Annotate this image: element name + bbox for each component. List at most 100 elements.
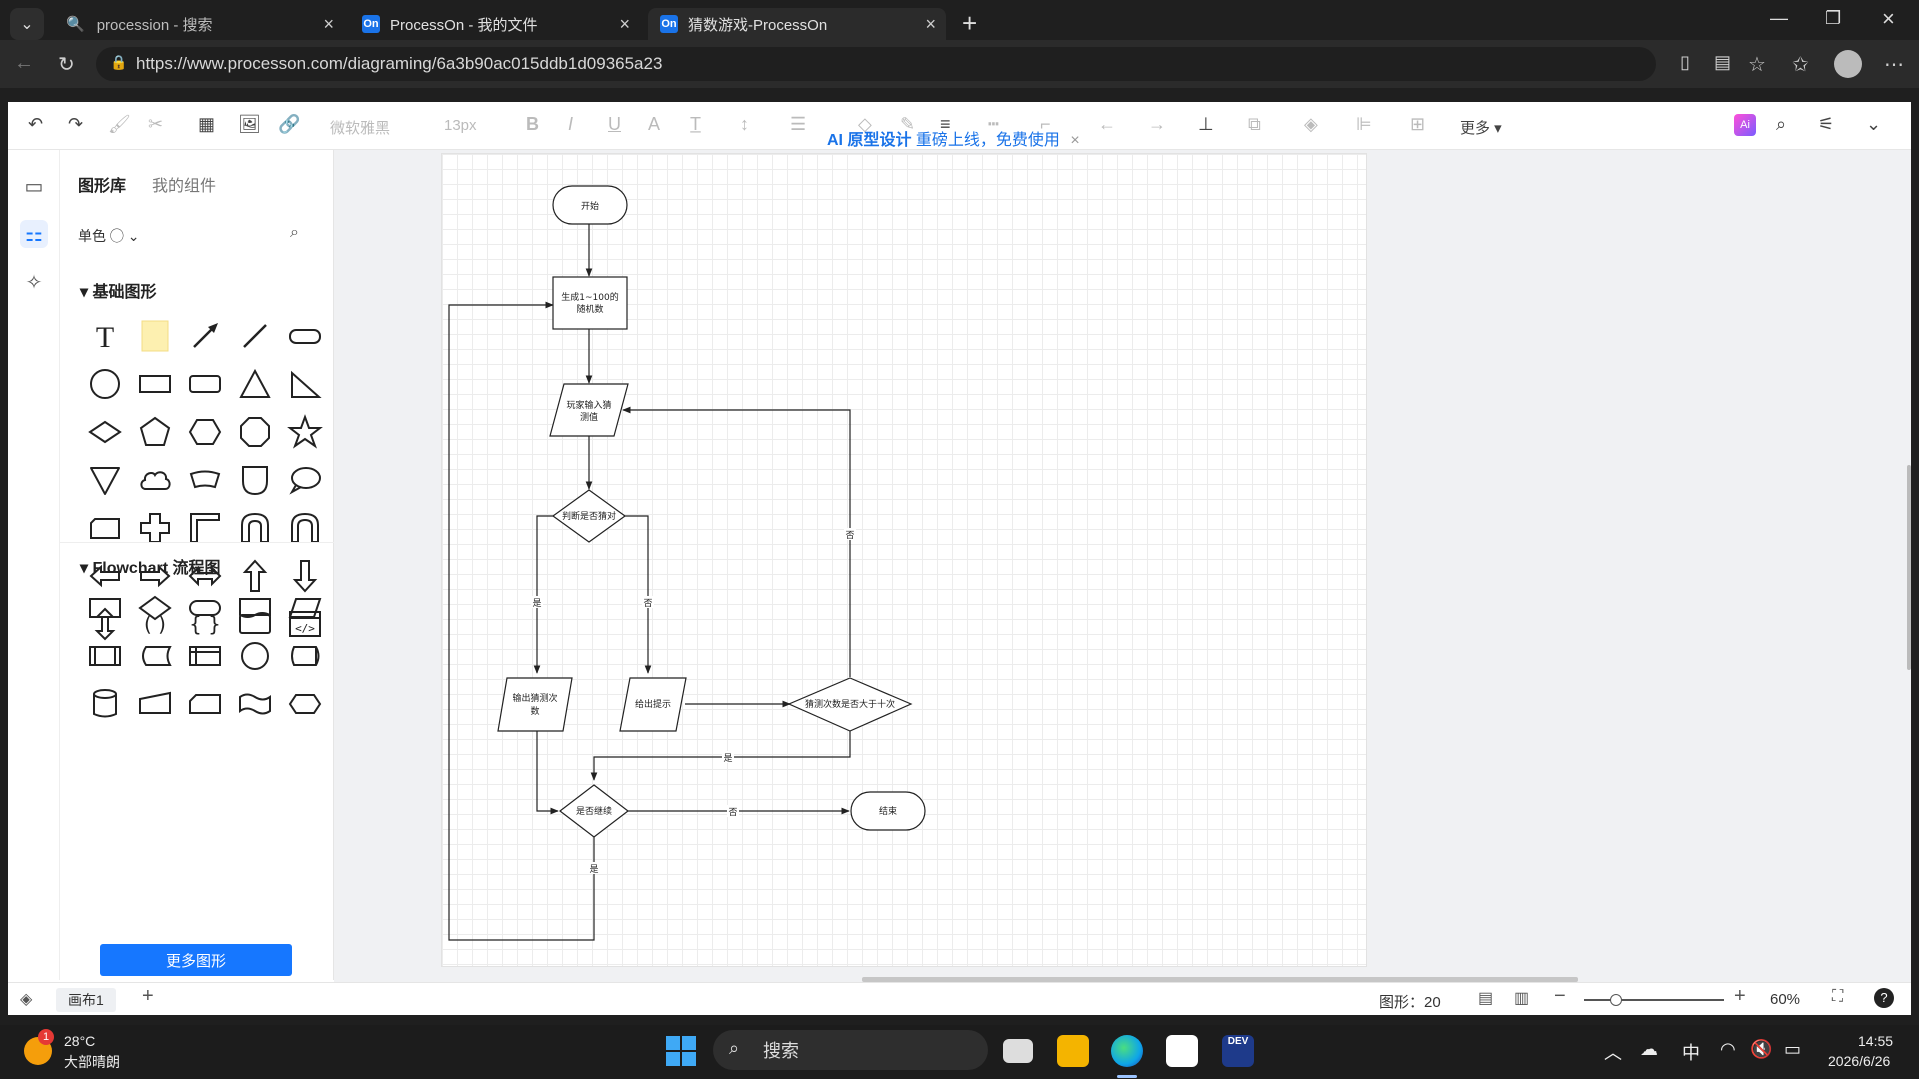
windows-start-icon[interactable]: [666, 1036, 696, 1066]
diamond-shape[interactable]: [80, 408, 130, 456]
cross-shape[interactable]: [130, 504, 180, 552]
card-flow-shape[interactable]: [180, 680, 230, 728]
card-shape[interactable]: [80, 504, 130, 552]
up-arrow-shape[interactable]: [230, 552, 280, 600]
text-shape[interactable]: T: [80, 312, 130, 360]
tray-chevron-icon[interactable]: ︿: [1604, 1043, 1622, 1063]
add-page-icon[interactable]: +: [142, 985, 154, 1007]
database-shape[interactable]: [80, 680, 130, 728]
punched-tape-shape[interactable]: [230, 680, 280, 728]
settings-sliders-icon[interactable]: ⚟: [1818, 114, 1835, 134]
close-icon[interactable]: ×: [619, 14, 630, 34]
horizontal-scrollbar[interactable]: [862, 977, 1578, 982]
round-corner-rect-shape[interactable]: [180, 360, 230, 408]
ime-indicator[interactable]: 中: [1682, 1043, 1700, 1063]
tab-my-files[interactable]: On ProcessOn - 我的文件 ×: [350, 8, 640, 40]
undo-icon[interactable]: ↶: [28, 114, 44, 134]
zoom-level[interactable]: 60%: [1770, 991, 1801, 1008]
speech-bubble-shape[interactable]: [280, 456, 330, 504]
more-menu-button[interactable]: 更多 ▾: [1460, 120, 1502, 137]
profile-avatar[interactable]: [1834, 50, 1862, 78]
node-over-ten[interactable]: [787, 677, 913, 732]
clear-format-icon[interactable]: ✂: [148, 114, 164, 134]
align-icon[interactable]: ☰: [790, 114, 807, 134]
corner-shape[interactable]: [180, 504, 230, 552]
rectangle-shape[interactable]: [130, 360, 180, 408]
task-view-icon[interactable]: [1003, 1039, 1033, 1063]
help-icon[interactable]: ?: [1874, 988, 1894, 1008]
section-flowchart[interactable]: ▾ Flowchart 流程图: [80, 560, 221, 577]
redo-icon[interactable]: ↷: [68, 114, 84, 134]
tab-my-components[interactable]: 我的组件: [152, 178, 217, 195]
edge-output-to-continue[interactable]: [536, 731, 559, 815]
book-icon[interactable]: ▥: [1514, 990, 1530, 1007]
waypoint-icon[interactable]: ⊥: [1198, 114, 1214, 134]
layer-icon[interactable]: ◈: [1304, 114, 1318, 134]
line-height-icon[interactable]: ↕: [740, 114, 749, 134]
url-field[interactable]: 🔒 https://www.processon.com/diagraming/6…: [96, 47, 1656, 81]
line-style-icon[interactable]: ┅: [988, 114, 999, 134]
line-shape[interactable]: [230, 312, 280, 360]
close-window-icon[interactable]: ×: [1882, 6, 1895, 31]
zoom-slider-handle[interactable]: [1610, 994, 1622, 1006]
star-shape[interactable]: [280, 408, 330, 456]
internal-storage-shape[interactable]: [180, 632, 230, 680]
close-icon[interactable]: ×: [323, 14, 334, 34]
battery-icon[interactable]: ▭: [1784, 1039, 1802, 1059]
store-icon[interactable]: [1166, 1035, 1198, 1067]
left-arrow-shape[interactable]: [80, 552, 130, 600]
restore-icon[interactable]: ❐: [1825, 8, 1842, 28]
bold-icon[interactable]: B: [526, 114, 539, 134]
taskbar-search[interactable]: ⌕ 搜索: [713, 1030, 988, 1070]
vertical-scrollbar[interactable]: [1907, 465, 1911, 670]
document-shape[interactable]: [230, 584, 280, 632]
search-icon[interactable]: ⌕: [290, 224, 299, 241]
font-family-select[interactable]: 微软雅黑: [330, 120, 391, 137]
minimize-icon[interactable]: —: [1770, 8, 1788, 28]
find-icon[interactable]: ⌕: [1776, 114, 1787, 134]
layout-icon[interactable]: ▤: [1478, 990, 1494, 1007]
arrange-icon[interactable]: ⧉: [1248, 114, 1261, 134]
reader-icon[interactable]: ▯: [1680, 52, 1690, 72]
page-tab[interactable]: 画布1: [56, 988, 116, 1012]
fill-icon[interactable]: ◇: [858, 114, 872, 134]
node-input[interactable]: [549, 383, 629, 437]
decision-shape[interactable]: [130, 584, 180, 632]
zoom-out-icon[interactable]: −: [1554, 985, 1566, 1007]
arrow-start-icon[interactable]: ←: [1098, 114, 1116, 134]
node-continue[interactable]: [559, 784, 629, 838]
process-shape[interactable]: [80, 584, 130, 632]
code-shape[interactable]: </>: [280, 600, 330, 648]
double-arrow-shape[interactable]: [180, 552, 230, 600]
hexagon-shape[interactable]: [180, 408, 230, 456]
font-size-select[interactable]: 13px: [444, 117, 477, 134]
predefined-process-shape[interactable]: [80, 632, 130, 680]
octagon-shape[interactable]: [230, 408, 280, 456]
curved-trapezoid-shape[interactable]: [180, 456, 230, 504]
format-painter-icon[interactable]: 🖌: [108, 114, 131, 134]
edge-over-ten-no[interactable]: [622, 406, 851, 677]
ai-promo-banner[interactable]: AI 原型设计 重磅上线，免费使用 ×: [827, 126, 1080, 150]
edge-browser-icon[interactable]: [1111, 1035, 1143, 1067]
preparation-shape[interactable]: [280, 680, 330, 728]
line-width-icon[interactable]: ≡: [940, 114, 951, 134]
page-icon[interactable]: ▤: [1714, 52, 1732, 72]
display-shape[interactable]: [280, 632, 330, 680]
arrow-end-icon[interactable]: →: [1148, 114, 1166, 134]
manual-input-shape[interactable]: [130, 680, 180, 728]
close-icon[interactable]: ×: [1070, 132, 1080, 149]
volume-muted-icon[interactable]: 🔇: [1750, 1039, 1773, 1059]
underline-icon[interactable]: U: [608, 114, 621, 134]
text-align-icon[interactable]: T̲: [690, 114, 701, 134]
file-explorer-icon[interactable]: [1057, 1035, 1089, 1067]
down-arrow-shape[interactable]: [280, 552, 330, 600]
clock-date[interactable]: 2026/6/26: [1828, 1053, 1891, 1069]
arrow-line-shape[interactable]: [180, 312, 230, 360]
new-tab-icon[interactable]: +: [962, 8, 978, 38]
triangle-shape[interactable]: [230, 360, 280, 408]
connector-circle-shape[interactable]: [230, 632, 280, 680]
tab-guess-game[interactable]: On 猜数游戏-ProcessOn ×: [648, 8, 946, 40]
more-shapes-button[interactable]: 更多图形: [100, 944, 292, 976]
wifi-icon[interactable]: ◠: [1720, 1039, 1736, 1059]
more-menu-icon[interactable]: ⋯: [1884, 54, 1904, 76]
